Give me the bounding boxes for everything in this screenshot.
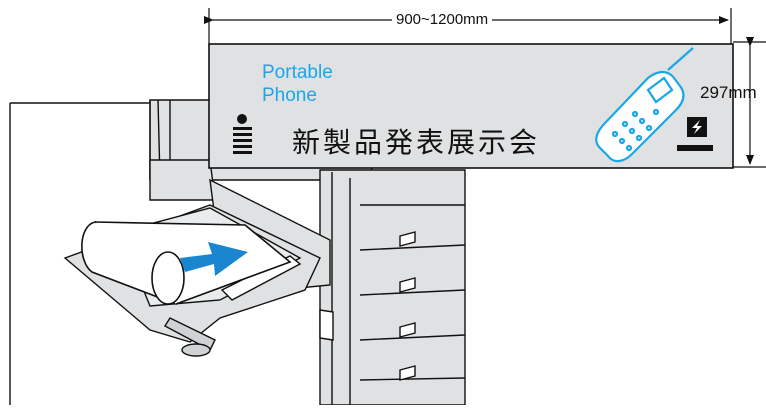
person-icon [233,114,252,154]
flash-icon [677,117,713,151]
banner-title-line2: Phone [262,85,317,106]
feed-arrow-icon [180,242,248,276]
banner-title-line1: Portable [262,62,333,83]
height-dimension-label: 297mm [700,83,757,102]
mobile-phone-icon [595,47,694,163]
width-dimension-label: 900~1200mm [392,11,493,28]
banner-title: Portable Phone [262,61,333,107]
banner-subtitle: 新製品発表展示会 [292,126,541,159]
height-dimension [733,37,766,168]
